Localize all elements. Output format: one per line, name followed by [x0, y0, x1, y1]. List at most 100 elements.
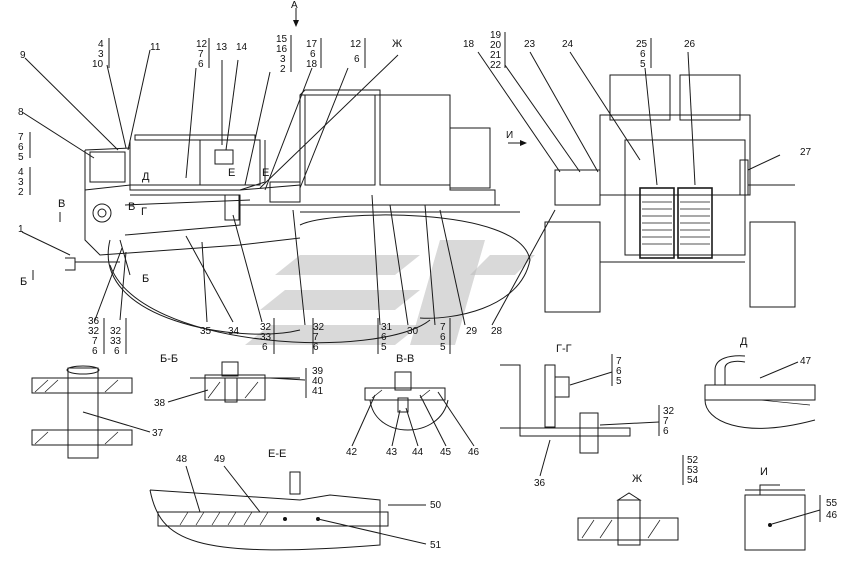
view-arrow-i: И: [506, 130, 527, 146]
callout-6g: 6: [114, 346, 120, 357]
svg-text:6: 6: [663, 426, 669, 437]
svg-text:39: 39: [312, 366, 324, 377]
callout-14: 14: [236, 42, 248, 53]
detail-d: Д 47: [704, 336, 816, 429]
callout-32d: 32: [313, 322, 325, 333]
svg-text:Ж: Ж: [632, 473, 642, 485]
callout-10: 10: [92, 59, 104, 70]
callout-2b: 2: [18, 187, 24, 198]
section-marks: В В Г Б Б Д Е Е: [20, 167, 269, 288]
svg-text:В: В: [128, 201, 135, 213]
callout-4b: 4: [18, 167, 24, 178]
callout-5d: 5: [440, 342, 446, 353]
svg-text:42: 42: [346, 447, 358, 458]
svg-text:41: 41: [312, 386, 324, 397]
detail-e-e: Е-Е 48 49 50 51: [149, 448, 442, 551]
callout-3: 3: [98, 49, 104, 60]
callout-5c: 5: [381, 342, 387, 353]
callout-6e: 6: [18, 142, 24, 153]
machine-outline: [65, 74, 796, 344]
callout-6b: 6: [310, 49, 316, 60]
callout-30: 30: [407, 326, 419, 337]
callout-20: 20: [490, 40, 502, 51]
callout-6k: 6: [440, 332, 446, 343]
callout-12b: 12: [350, 39, 362, 50]
callout-brackets: [29, 32, 821, 522]
callout-26: 26: [684, 39, 696, 50]
svg-text:Е: Е: [262, 167, 269, 179]
svg-text:И: И: [760, 466, 768, 478]
svg-text:Д: Д: [142, 171, 150, 183]
left-callouts: 8 7 6 5 4 3 2 1: [18, 107, 24, 235]
callout-9: 9: [20, 50, 26, 61]
detail-i: И 55 46: [744, 466, 838, 551]
bottom-callouts: 36 32 7 6 32 33 6 35 34 32 33 6 32 7 6 3…: [88, 316, 503, 357]
svg-text:48: 48: [176, 454, 188, 465]
svg-text:47: 47: [800, 356, 812, 367]
callout-32b: 32: [110, 326, 122, 337]
callout-6j: 6: [381, 332, 387, 343]
callout-16: 16: [276, 44, 288, 55]
svg-text:Д: Д: [740, 336, 748, 348]
callout-7: 7: [198, 49, 204, 60]
svg-text:Б: Б: [20, 276, 27, 288]
callout-33b: 33: [260, 332, 272, 343]
svg-text:54: 54: [687, 475, 699, 486]
callout-5b: 5: [18, 152, 24, 163]
svg-text:46: 46: [826, 510, 838, 521]
callout-23: 23: [524, 39, 536, 50]
callout-3b: 3: [280, 54, 286, 65]
callout-7e: 7: [440, 322, 446, 333]
svg-text:46: 46: [468, 447, 480, 458]
callout-15: 15: [276, 34, 288, 45]
svg-text:37: 37: [152, 428, 164, 439]
svg-text:А: А: [291, 0, 298, 11]
callout-36: 36: [88, 316, 100, 327]
callout-1: 1: [18, 224, 24, 235]
svg-text:7: 7: [616, 356, 622, 367]
callout-3c: 3: [18, 177, 24, 188]
callout-7c: 7: [92, 336, 98, 347]
svg-text:50: 50: [430, 500, 442, 511]
callout-6i: 6: [313, 342, 319, 353]
svg-text:5: 5: [616, 376, 622, 387]
svg-text:52: 52: [687, 455, 699, 466]
leader-lines: [21, 49, 781, 326]
callout-25: 25: [636, 39, 648, 50]
svg-text:40: 40: [312, 376, 324, 387]
callout-33: 33: [110, 336, 122, 347]
callout-35: 35: [200, 326, 212, 337]
svg-text:55: 55: [826, 498, 838, 509]
callout-27: 27: [800, 147, 812, 158]
top-callouts: 9 4 3 10 11 12 7 6 13 14 15 16 3 2 17 6 …: [20, 30, 812, 158]
callout-7d: 7: [313, 332, 319, 343]
radiator-grille: [642, 194, 710, 245]
svg-text:36: 36: [534, 478, 546, 489]
callout-13: 13: [216, 42, 228, 53]
callout-19: 19: [490, 30, 502, 41]
svg-text:Г: Г: [141, 206, 147, 218]
callout-18: 18: [306, 59, 318, 70]
callout-22: 22: [490, 60, 502, 71]
svg-text:45: 45: [440, 447, 452, 458]
svg-text:Е-Е: Е-Е: [268, 448, 286, 460]
callout-18b: 18: [463, 39, 475, 50]
callout-6: 6: [198, 59, 204, 70]
callout-32: 32: [88, 326, 100, 337]
svg-text:43: 43: [386, 447, 398, 458]
svg-text:В-В: В-В: [396, 353, 414, 365]
svg-text:38: 38: [154, 398, 166, 409]
svg-text:6: 6: [616, 366, 622, 377]
svg-text:51: 51: [430, 540, 442, 551]
callout-34: 34: [228, 326, 240, 337]
callout-6h: 6: [262, 342, 268, 353]
section-mark-zh: Ж: [392, 38, 402, 50]
callout-28: 28: [491, 326, 503, 337]
callout-21: 21: [490, 50, 502, 61]
callout-24: 24: [562, 39, 574, 50]
callout-2: 2: [280, 64, 286, 75]
svg-text:49: 49: [214, 454, 226, 465]
callout-17: 17: [306, 39, 318, 50]
callout-29: 29: [466, 326, 478, 337]
